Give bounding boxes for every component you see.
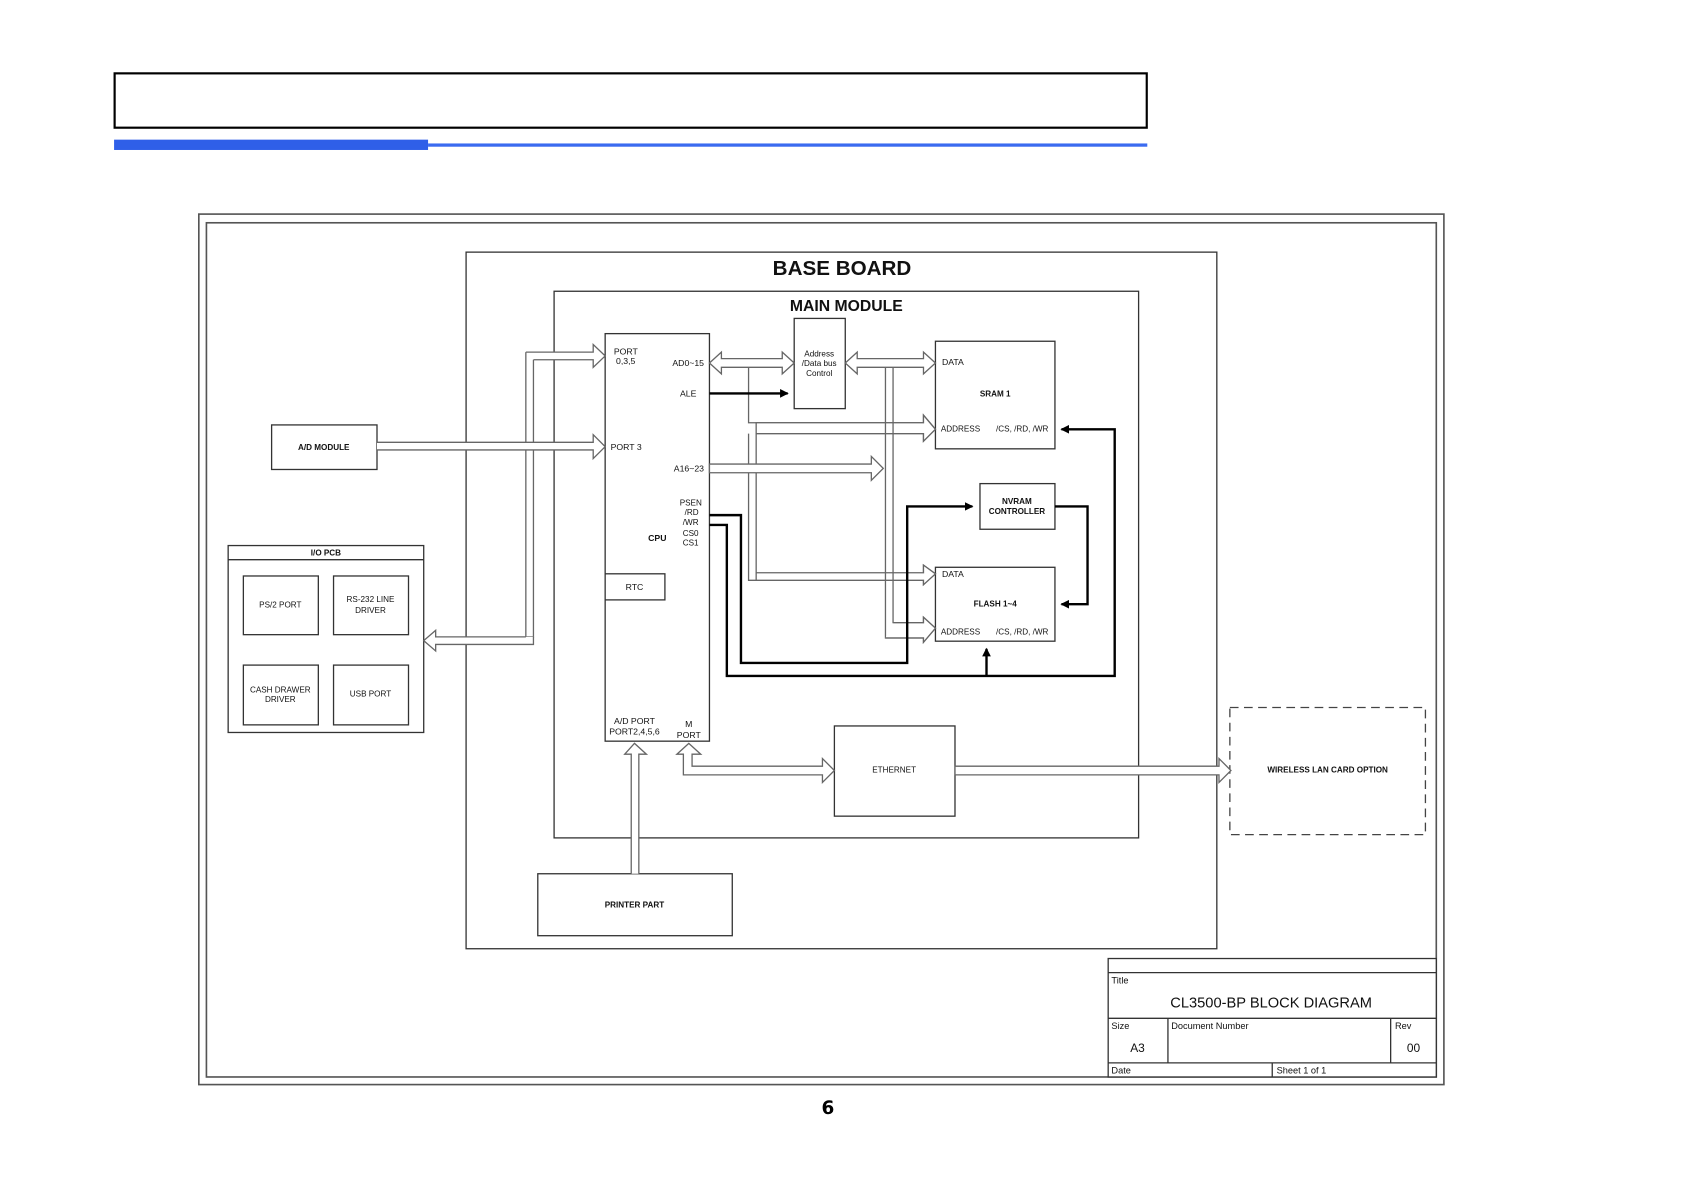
header-accent-line [428,143,1148,147]
size-value: A3 [1130,1041,1145,1055]
bus-arrows [376,342,1232,874]
io-pcb-title: I/O PCB [311,548,341,557]
cpu-a16-23-label: A16~23 [674,464,704,474]
date-label: Date [1111,1066,1130,1076]
flash-block [934,566,1056,642]
rev-value: 00 [1407,1041,1421,1055]
cpu-rd-label: /RD [685,508,699,517]
rs232-label-2: DRIVER [355,606,386,615]
size-label: Size [1111,1021,1129,1031]
bus-arrow-ethernet-wireless [954,756,1232,785]
cpu-port3-label: PORT 3 [611,442,642,452]
bus-arrow-io-pcb [422,628,535,653]
rtc-label: RTC [626,582,644,592]
control-lines [709,389,1116,678]
base-board-label: BASE BOARD [773,257,912,280]
rs232-block [332,575,410,636]
ps2-port-label: PS/2 PORT [259,600,301,609]
cash-drawer-block [242,664,319,726]
cpu-port035-label-2: 0,3,5 [616,356,635,366]
sram-ctrl-label: /CS, /RD, /WR [996,424,1048,433]
bus-arrow-mport-ethernet [675,742,836,785]
cpu-ad0-15-label: AD0~15 [672,358,704,368]
usb-port-label: USB PORT [350,690,391,699]
wr-line-to-sram [709,424,1116,678]
sram-address-label: ADDRESS [941,424,981,433]
nvram-to-flash-line [1054,505,1089,609]
sheet-label: Sheet 1 of 1 [1277,1066,1327,1076]
nvram-controller-block [979,482,1056,530]
printer-part-block [537,873,733,937]
ethernet-label: ETHERNET [872,766,916,775]
usb-port-block [332,664,410,726]
bus-arrow-flash-data-head [755,563,937,587]
flash-data-label: DATA [942,569,964,579]
base-board-box [465,251,1218,950]
cpu-wr-label: /WR [683,518,699,527]
flash-ctrl-label: /CS, /RD, /WR [996,628,1048,637]
bus-arrow-ad0-15 [708,350,796,376]
header-accent-bar [114,139,429,150]
bus-arrow-sram-addr-head [755,413,937,443]
ps2-port-block [242,575,319,636]
rd-line-to-nvram [709,502,974,665]
cpu-ale-label: ALE [680,389,697,399]
cpu-block [604,332,711,742]
wireless-lan-label: WIRELESS LAN CARD OPTION [1267,766,1388,775]
bus-arrow-port3 [376,433,607,461]
sram-block [934,340,1056,450]
flash-name: FLASH 1~4 [974,599,1018,608]
sram-name: SRAM 1 [980,390,1011,399]
schematic-inner-frame [205,221,1438,1078]
bus-arrow-sram-data [844,350,937,376]
page-number: 6 [821,1098,834,1119]
cpu-adport-label-2: PORT2,4,5,6 [609,727,660,737]
bus-trunk-left [525,352,535,638]
schematic-outer-frame [198,213,1445,1086]
title-value: CL3500-BP BLOCK DIAGRAM [1170,995,1372,1011]
flash-address-label: ADDRESS [941,628,981,637]
cpu-mport-label: M [685,719,692,729]
bus-arrow-flash-address-head [885,615,937,645]
bus-arrow-port035 [525,342,607,369]
rev-label: Rev [1395,1021,1412,1031]
ethernet-block [833,725,956,817]
docnum-label: Document Number [1171,1021,1248,1031]
addr-data-control-label-3: Control [806,369,832,378]
cpu-cs1-label: CS1 [683,539,699,548]
sram-data-label: DATA [942,357,964,367]
nvram-label-1: NVRAM [1002,497,1032,506]
cpu-adport-label: A/D PORT [614,716,656,726]
cpu-psen-label: PSEN [680,498,702,507]
ad-module-label: A/D MODULE [298,443,350,452]
cash-drawer-label-2: DRIVER [265,695,296,704]
title-label: Title [1111,976,1128,986]
printer-part-label: PRINTER PART [605,900,664,909]
bus-feeder-flash-address [884,367,937,645]
addr-data-control-label-2: /Data bus [802,359,837,368]
cpu-port035-label: PORT [614,346,639,356]
bus-arrow-a16-23 [708,454,885,482]
rtc-block [604,573,666,601]
title-block: Title CL3500-BP BLOCK DIAGRAM Size A3 Do… [1107,957,1437,1078]
nvram-label-2: CONTROLLER [989,507,1046,516]
cpu-mport-label-2: PORT [677,730,702,740]
addr-data-control-label-1: Address [804,349,834,358]
main-module-label: MAIN MODULE [790,298,903,315]
cpu-cs0-label: CS0 [683,529,699,538]
cpu-label: CPU [648,533,666,543]
ad-module-block [270,424,378,471]
rs232-label-1: RS-232 LINE [347,595,395,604]
main-module-box [553,290,1140,839]
bus-arrow-printer-adport [623,742,649,874]
cash-drawer-label-1: CASH DRAWER [250,685,311,694]
header-title-box [113,72,1148,129]
